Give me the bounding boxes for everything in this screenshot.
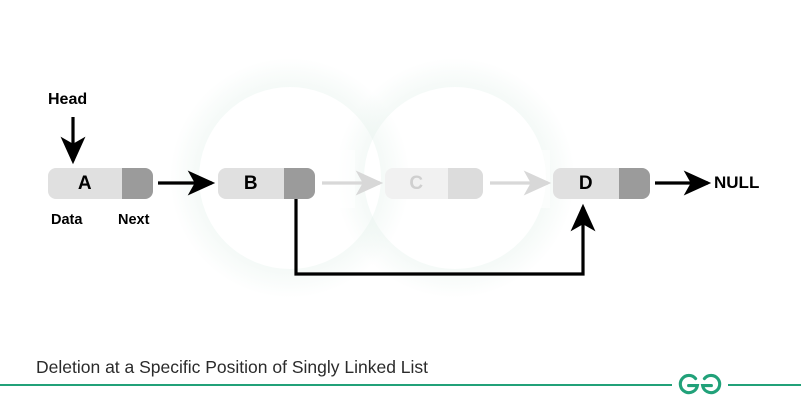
bypass-arrow-b-d [294,199,596,276]
next-field-label: Next [118,212,150,228]
list-node-d: D [553,168,650,199]
node-b-next [284,168,315,199]
linked-list-diagram: Head A Data Next B C D NULL [48,91,760,276]
geeksforgeeks-logo [678,373,722,395]
list-node-a: A [48,168,153,199]
list-node-c: C [385,168,483,199]
node-a-data: A [48,168,122,199]
node-d-data: D [553,168,619,199]
node-c-next [448,168,483,199]
list-node-b: B [218,168,315,199]
null-label: NULL [714,173,760,192]
node-b-data: B [218,168,284,199]
node-c-data: C [385,168,448,199]
footer-rule-right [728,384,801,386]
figure-caption: Deletion at a Specific Position of Singl… [36,357,429,377]
node-d-next [619,168,650,199]
connector-layer [60,117,712,276]
node-a-next [122,168,153,199]
head-label: Head [48,91,88,108]
footer-rule-left [0,384,672,386]
data-field-label: Data [51,212,83,228]
